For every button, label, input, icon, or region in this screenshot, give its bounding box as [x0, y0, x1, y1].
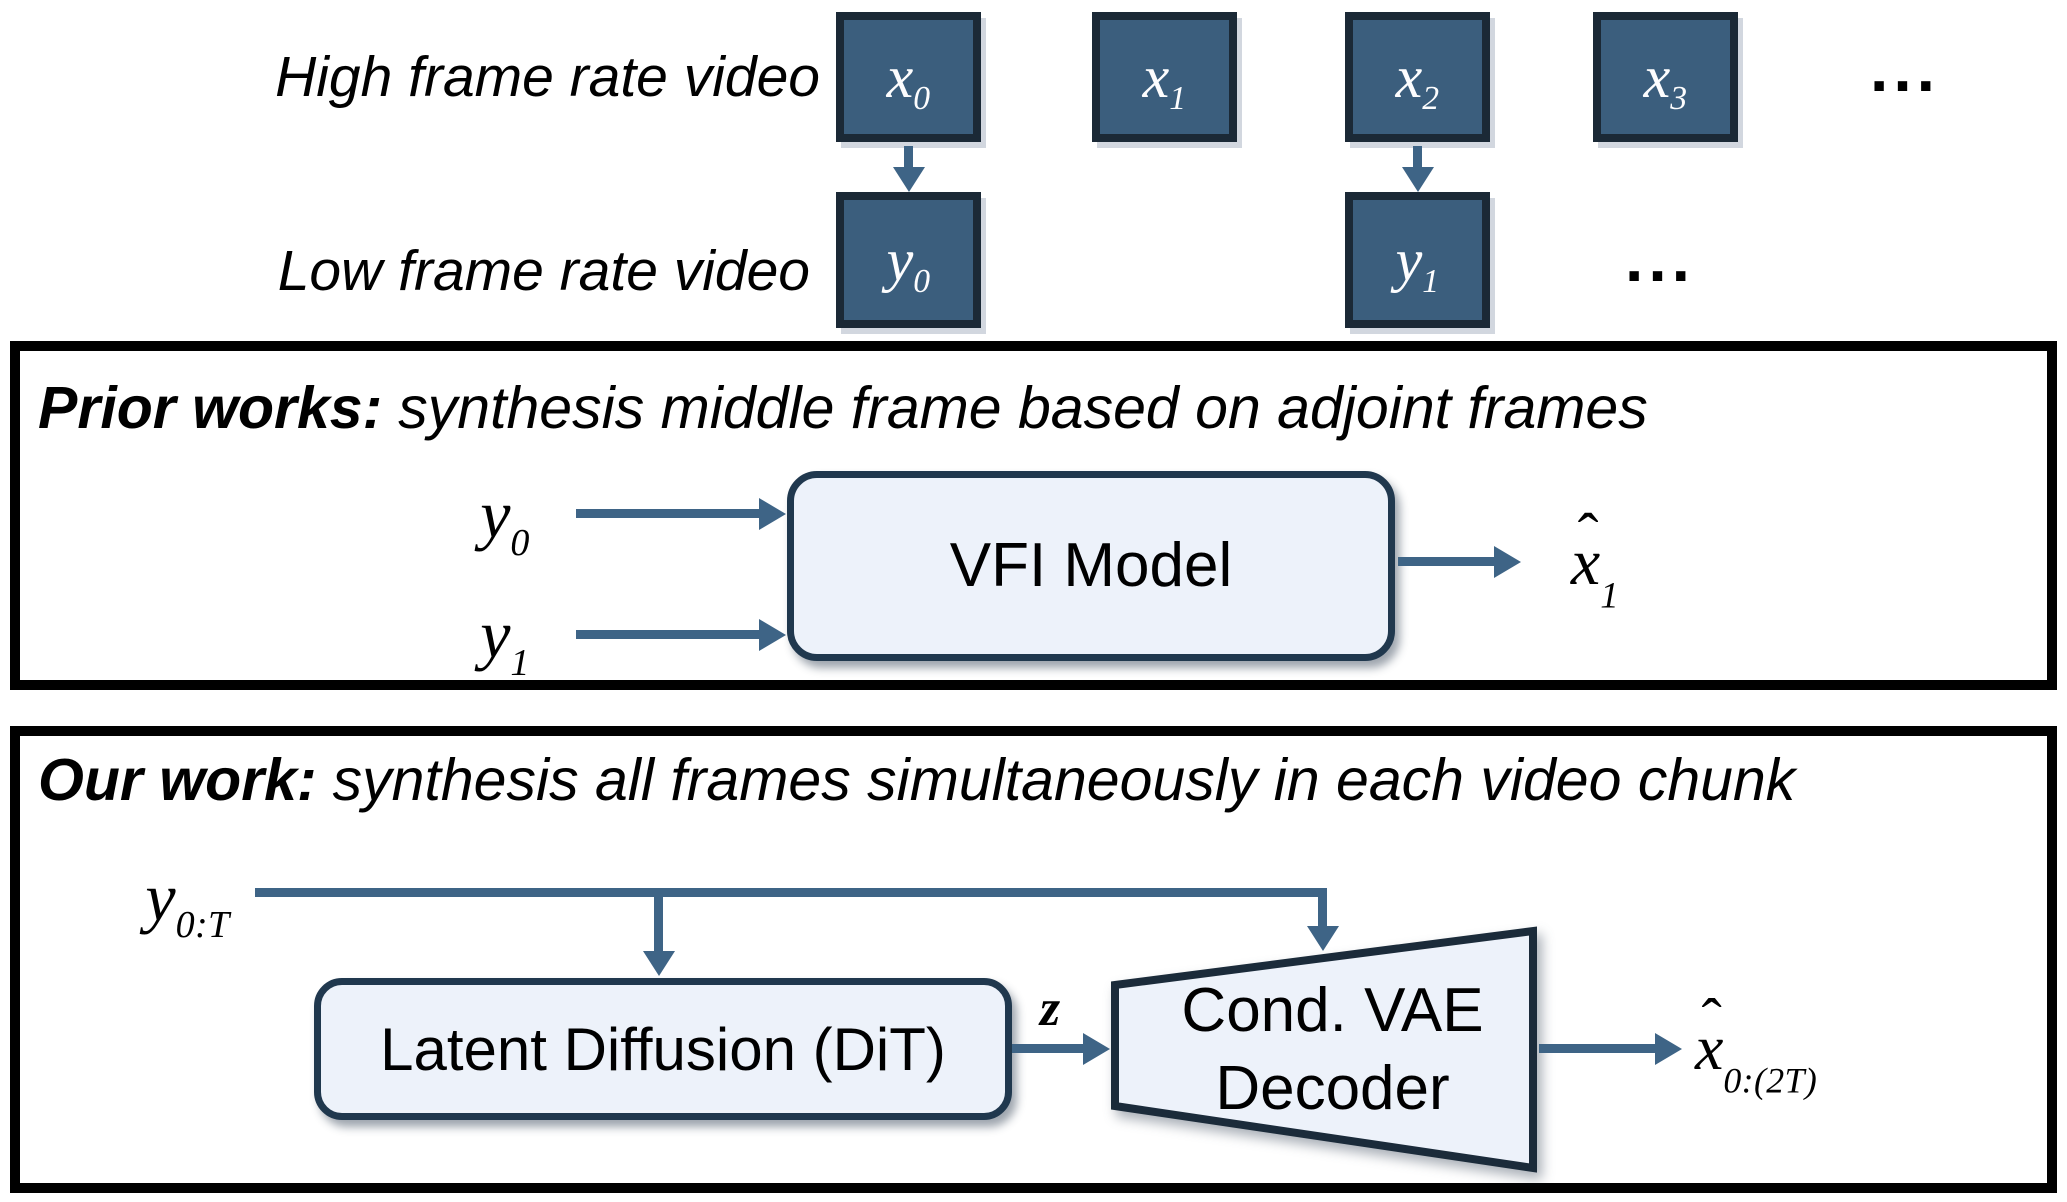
latent-diffusion-box — [314, 978, 1012, 1120]
arrow-z-to-decoder-icon — [1012, 1044, 1083, 1053]
arrow-down-x2-to-y1-icon — [1413, 146, 1422, 167]
arrow-y1-to-vfi-icon — [576, 630, 759, 639]
arrow-decoder-output-icon — [1539, 1044, 1655, 1053]
decoder-label-line2: Decoder — [1215, 1054, 1450, 1124]
decoder-label-line1: Cond. VAE — [1181, 976, 1484, 1046]
arrow-down-x0-to-y0-icon — [904, 146, 913, 167]
ellipsis-high-row: ... — [1869, 31, 1940, 105]
prior-works-title-lead: Prior works: — [38, 375, 383, 441]
vfi-model-label: VFI Model — [949, 531, 1233, 601]
arrow-rail-to-decoder-icon — [1318, 888, 1327, 926]
low-frame-rate-label: Low frame rate video — [277, 239, 810, 303]
arrow-vfi-output-icon — [1398, 557, 1494, 566]
ellipsis-low-row: ... — [1624, 221, 1695, 295]
cond-vae-decoder-shape — [1111, 926, 1537, 1173]
latent-diffusion-label: Latent Diffusion (DiT) — [380, 1015, 946, 1083]
our-work-title: Our work:synthesis all frames simultaneo… — [38, 748, 1795, 813]
condition-rail-line — [255, 888, 1327, 897]
our-work-title-rest: synthesis all frames simultaneously in e… — [332, 747, 1796, 813]
high-frame-rate-label: High frame rate video — [275, 45, 820, 109]
arrow-rail-to-diffusion-icon — [654, 892, 663, 951]
our-work-title-lead: Our work: — [38, 747, 317, 813]
prior-works-title-rest: synthesis middle frame based on adjoint … — [398, 375, 1648, 441]
prior-works-title: Prior works:synthesis middle frame based… — [38, 376, 1648, 441]
vfi-model-box — [787, 471, 1395, 661]
arrow-y0-to-vfi-icon — [576, 509, 759, 518]
latent-z-label: z — [1039, 979, 1061, 1037]
